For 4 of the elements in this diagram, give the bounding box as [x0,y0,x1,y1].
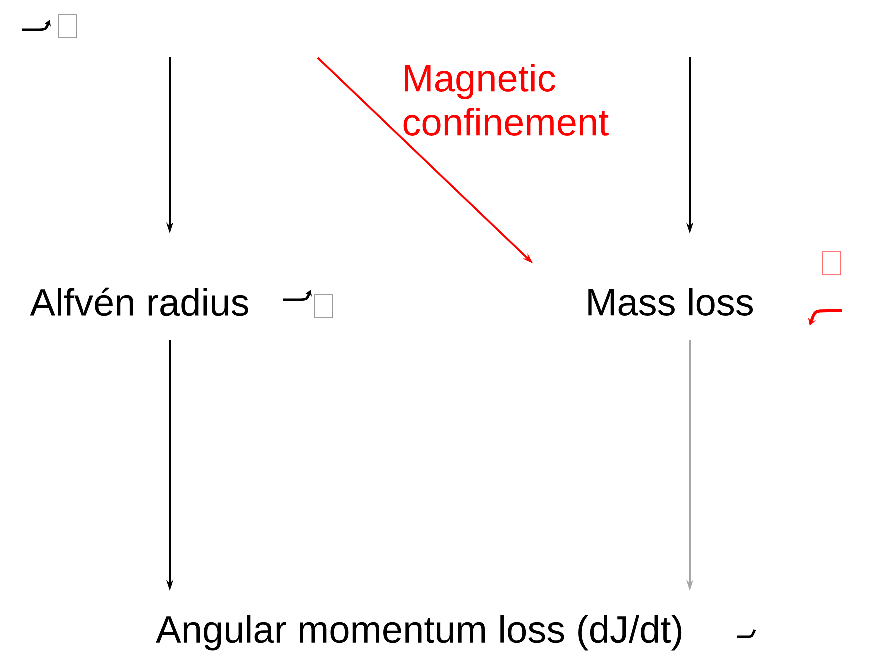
node-label: Angular momentum loss (dJ/dt) [156,615,682,651]
edge-label: Magnetic confinement [404,64,609,136]
node-label: Mass loss [588,288,754,316]
node-label: Alfvén radius [30,288,248,316]
